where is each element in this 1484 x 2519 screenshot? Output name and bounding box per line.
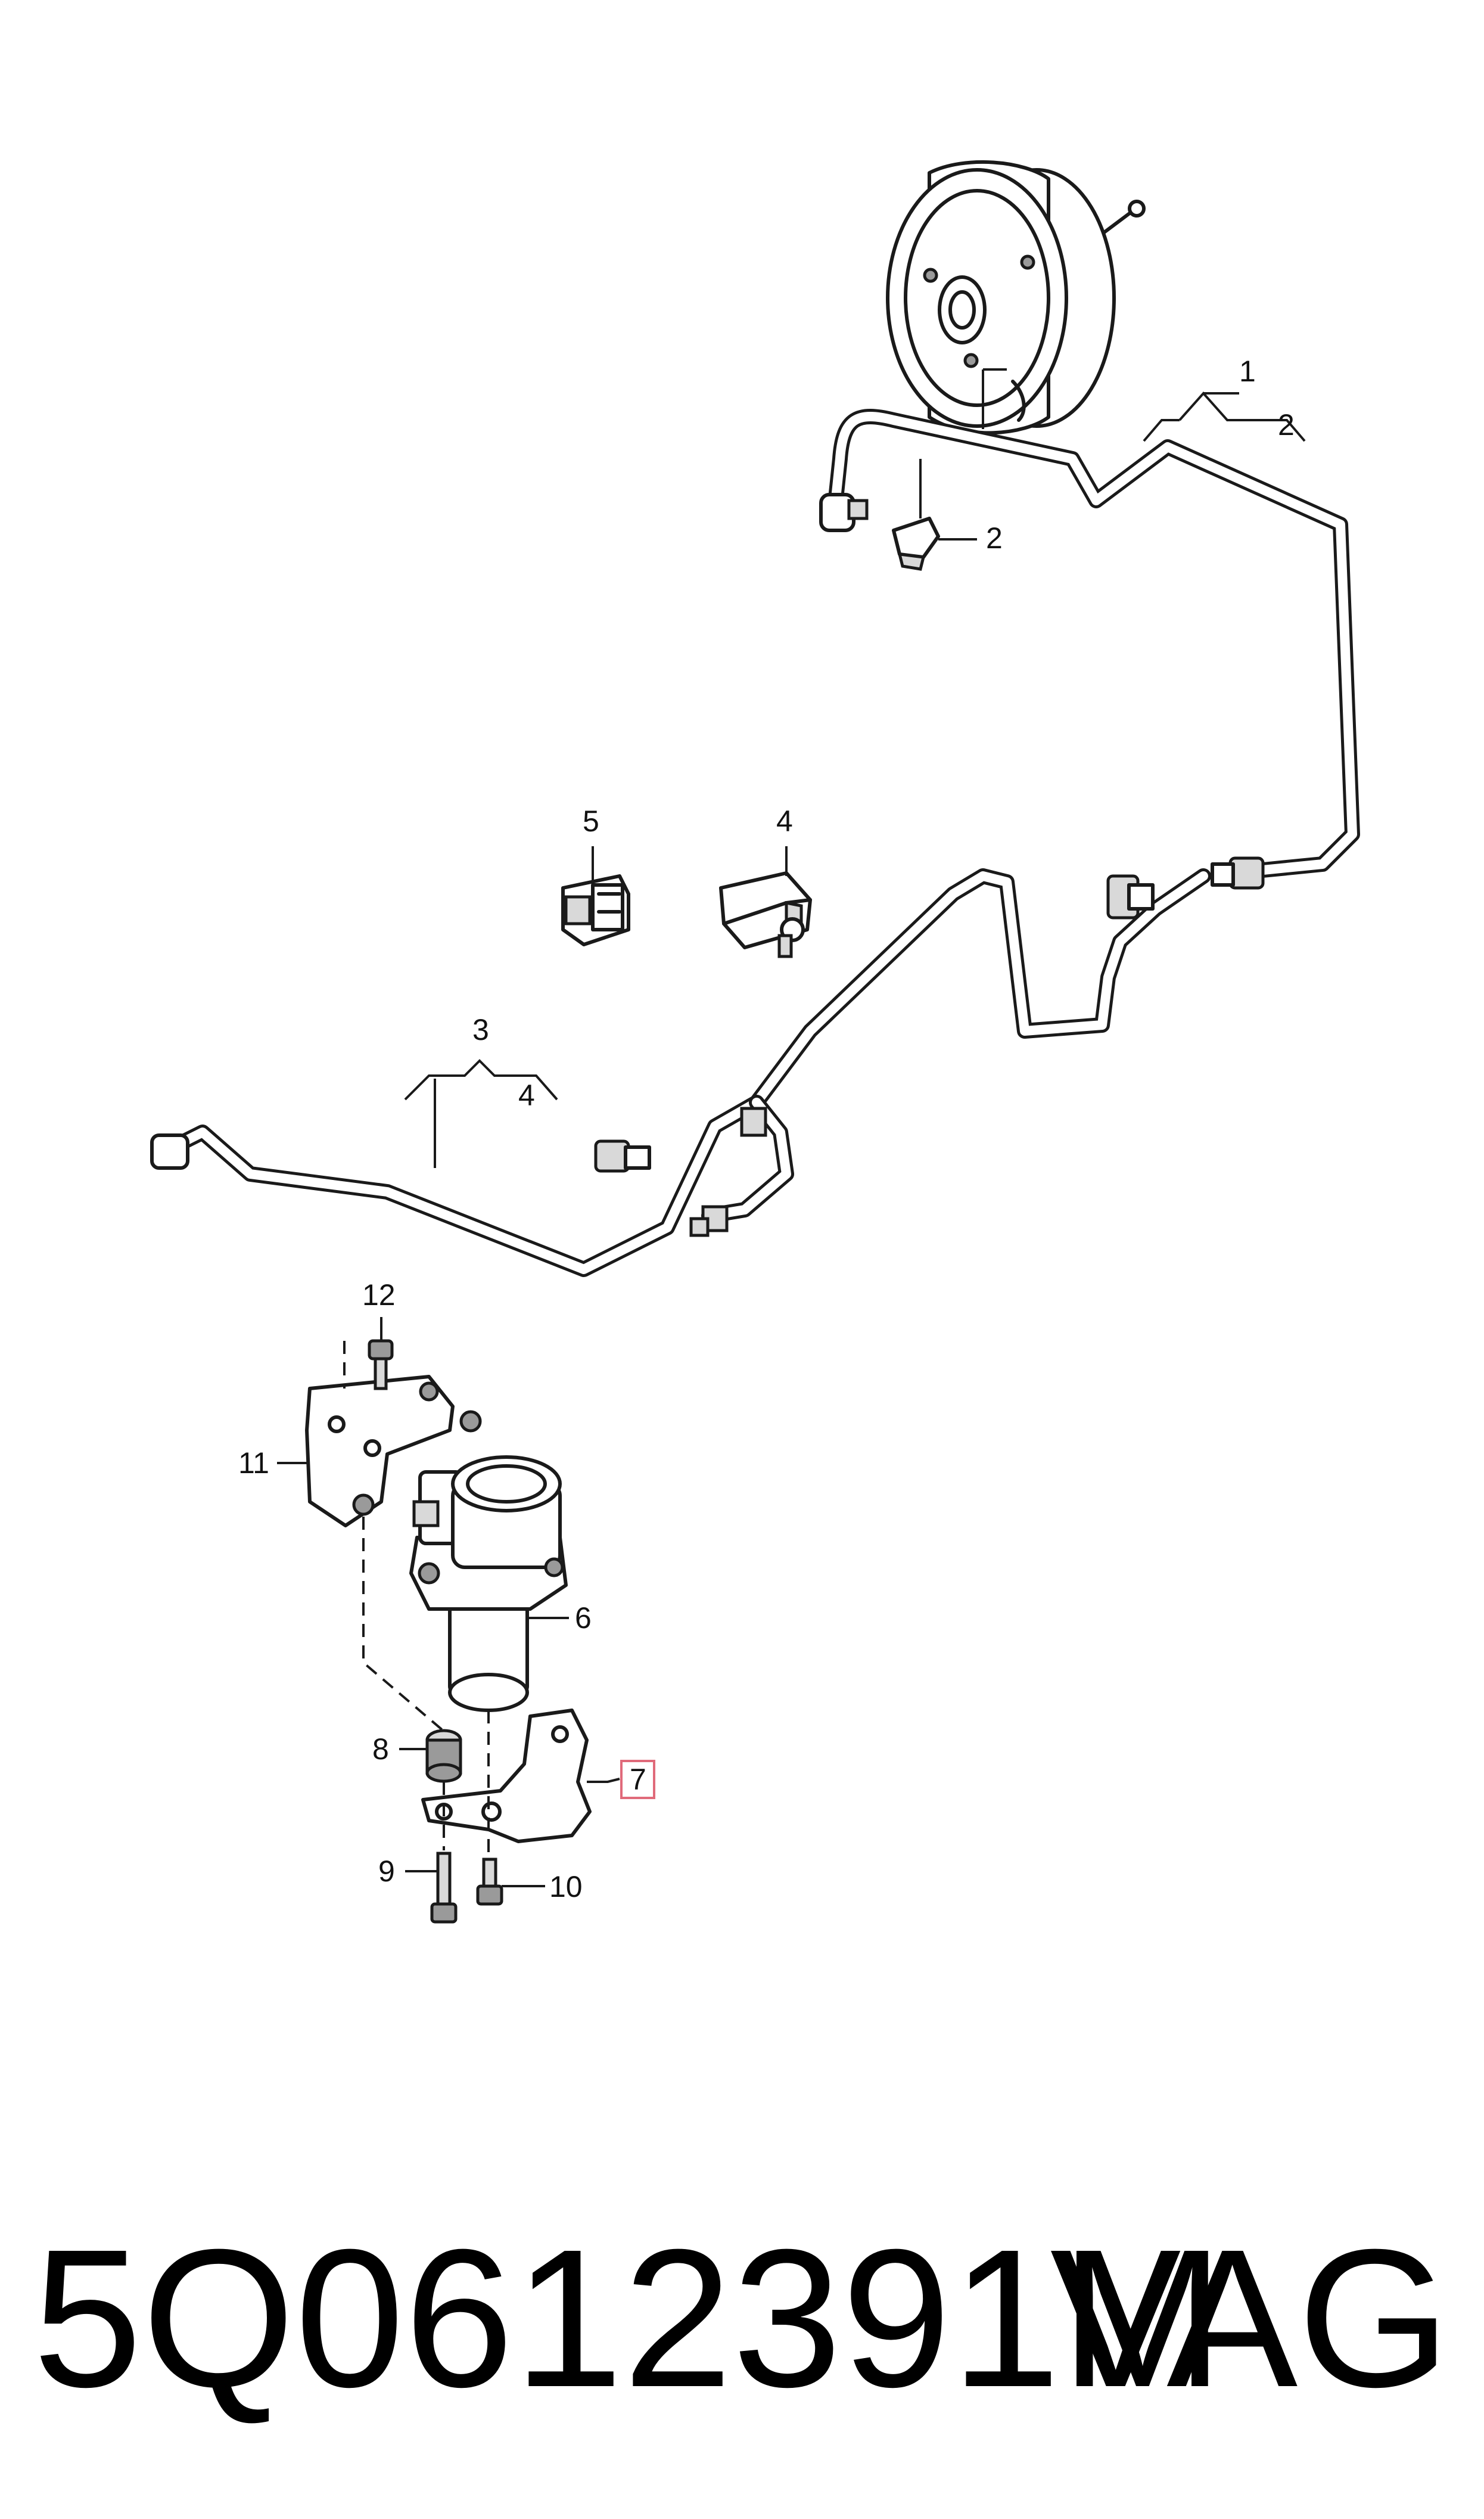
bracket-11: [305, 1375, 482, 1527]
callout-3: 3: [472, 1013, 489, 1046]
vacuum-hose-lower: [150, 868, 1211, 1277]
connector-5: [561, 874, 630, 946]
callout-7-highlight-box: [620, 1760, 655, 1799]
pressure-sensor-4: [719, 871, 812, 958]
part-number: 5Q0612391M: [33, 2208, 1224, 2428]
callout-1: 1: [1239, 355, 1256, 388]
callout-7: 7: [630, 1763, 646, 1796]
brand-label: VAG: [1050, 2208, 1451, 2428]
rubber-mount-8: [425, 1729, 462, 1783]
callout-12: 12: [362, 1278, 396, 1312]
callout-2-upper: 2: [1278, 408, 1295, 442]
bracket-7: [421, 1709, 592, 1843]
callout-11: 11: [238, 1446, 269, 1480]
bolt-9: [430, 1852, 458, 1924]
vacuum-hose-upper: [819, 409, 1360, 890]
footer: 5Q0612391M VAG: [33, 2205, 1451, 2431]
callout-2-clip: 2: [986, 521, 1003, 555]
callouts: 1 2 2 3 4 4 5 6 7 8 9 10 11 12: [238, 355, 1295, 1903]
callout-4-sensor: 4: [776, 805, 793, 838]
callout-6: 6: [575, 1601, 592, 1635]
callout-4-bracket: 4: [518, 1079, 535, 1112]
bolt-12: [368, 1339, 394, 1390]
leader-lines: [277, 368, 1306, 1887]
callout-8: 8: [372, 1732, 389, 1766]
callout-10: 10: [549, 1870, 583, 1903]
vacuum-pump-6: [409, 1455, 568, 1712]
callout-9: 9: [378, 1855, 395, 1888]
bolt-10: [476, 1858, 503, 1906]
callout-5: 5: [583, 805, 599, 838]
hose-clip-2: [892, 517, 940, 571]
brake-booster: [886, 160, 1146, 435]
